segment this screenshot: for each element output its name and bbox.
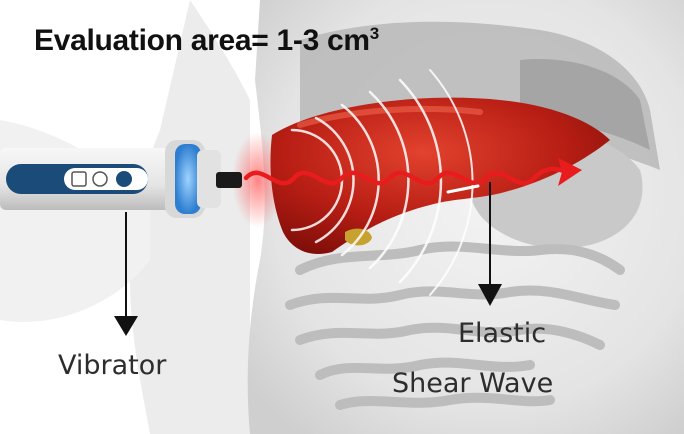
vibrator-label: Vibrator xyxy=(58,350,166,381)
title-text: Evaluation area= 1-3 cm xyxy=(34,24,370,57)
title-superscript: 3 xyxy=(370,24,379,43)
elastic-label: Elastic xyxy=(458,318,546,349)
shear-wave-label: Shear Wave xyxy=(392,368,553,399)
diagram-title: Evaluation area= 1-3 cm3 xyxy=(34,24,379,58)
vibrator-probe-icon xyxy=(0,140,242,218)
